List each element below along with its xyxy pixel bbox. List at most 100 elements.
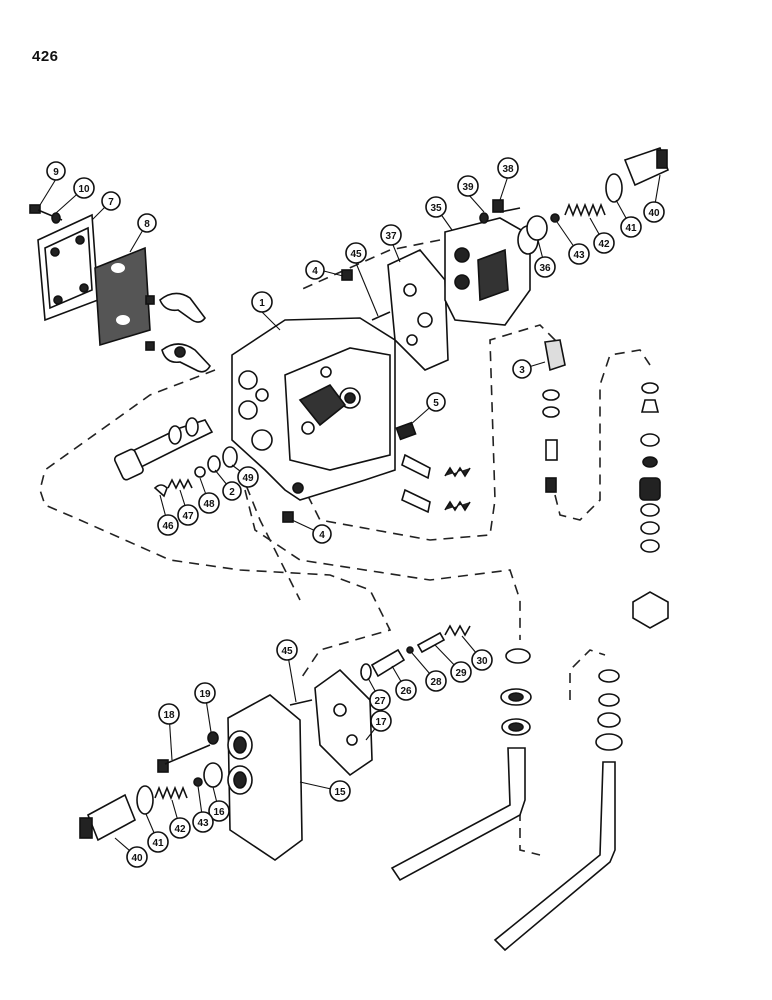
callout-41-upper: 41 <box>620 216 642 238</box>
washer-48 <box>194 466 206 478</box>
callout-28: 28 <box>425 670 447 692</box>
lever-upper <box>145 292 206 323</box>
washer-10 <box>51 212 61 224</box>
callout-37: 37 <box>380 224 402 246</box>
oring-27 <box>360 663 372 681</box>
callout-38: 38 <box>497 157 519 179</box>
valve-body <box>231 317 396 501</box>
clip-46 <box>153 484 168 498</box>
plug-4-lower <box>282 511 294 523</box>
callout-16: 16 <box>208 800 230 822</box>
bolt-18 <box>157 744 211 773</box>
ball-28 <box>406 646 414 654</box>
svg-text:41: 41 <box>152 838 164 849</box>
svg-text:45: 45 <box>350 249 362 260</box>
oring-41-lower <box>136 785 154 815</box>
svg-text:42: 42 <box>174 824 186 835</box>
svg-text:27: 27 <box>374 696 386 707</box>
ball-43 <box>550 213 560 223</box>
callout-4-upper: 4 <box>305 260 325 280</box>
spring-47 <box>167 478 193 490</box>
svg-text:30: 30 <box>476 656 488 667</box>
fitting-40-lower <box>79 793 137 842</box>
svg-text:8: 8 <box>144 219 150 230</box>
end-cover-35 <box>444 217 539 326</box>
callout-45-upper: 45 <box>345 242 367 264</box>
callout-3: 3 <box>512 359 532 379</box>
cover-gasket <box>94 246 151 347</box>
svg-text:17: 17 <box>375 717 387 728</box>
callout-46: 46 <box>157 514 179 536</box>
svg-text:46: 46 <box>162 521 174 532</box>
page-number: 426 <box>32 48 59 65</box>
washer-39 <box>479 212 489 224</box>
svg-text:16: 16 <box>213 807 225 818</box>
relief-valve-stack <box>542 339 566 493</box>
svg-text:15: 15 <box>334 787 346 798</box>
housing-15 <box>227 694 303 861</box>
svg-text:4: 4 <box>319 530 325 541</box>
gasket-17 <box>314 668 373 777</box>
svg-text:41: 41 <box>625 223 637 234</box>
svg-text:38: 38 <box>502 164 514 175</box>
callout-40-upper: 40 <box>643 201 665 223</box>
spring-42 <box>564 202 606 218</box>
callout-47: 47 <box>177 504 199 526</box>
svg-text:5: 5 <box>433 398 439 409</box>
svg-text:45: 45 <box>281 646 293 657</box>
svg-text:18: 18 <box>163 710 175 721</box>
callout-7: 7 <box>101 191 121 211</box>
callout-43-upper: 43 <box>568 243 590 265</box>
nut-5 <box>395 421 417 441</box>
svg-text:40: 40 <box>648 208 660 219</box>
svg-text:4: 4 <box>312 266 318 277</box>
lever-lower <box>145 341 211 373</box>
svg-text:10: 10 <box>78 184 90 195</box>
svg-text:9: 9 <box>53 167 59 178</box>
svg-text:43: 43 <box>197 818 209 829</box>
callout-19: 19 <box>194 682 216 704</box>
svg-text:48: 48 <box>203 499 215 510</box>
bolt-38 <box>492 199 521 213</box>
plug-36 <box>526 215 548 241</box>
fitting-40 <box>623 146 670 187</box>
callout-35: 35 <box>425 196 447 218</box>
piston-lower <box>401 488 471 514</box>
svg-text:37: 37 <box>385 231 397 242</box>
callout-27: 27 <box>369 689 391 711</box>
callout-17: 17 <box>370 710 392 732</box>
piston-upper <box>401 453 471 480</box>
svg-text:29: 29 <box>455 668 467 679</box>
svg-text:7: 7 <box>108 197 114 208</box>
spring-30 <box>444 624 471 637</box>
lever-washers-right <box>595 669 623 751</box>
shift-lever-right <box>493 761 616 952</box>
svg-text:39: 39 <box>462 182 474 193</box>
svg-text:35: 35 <box>430 203 442 214</box>
gasket-37 <box>387 249 449 371</box>
svg-text:3: 3 <box>519 365 525 376</box>
pin-45-upper <box>371 311 391 321</box>
callout-1: 1 <box>251 291 273 313</box>
shift-lever-middle <box>390 747 526 882</box>
svg-text:2: 2 <box>229 487 235 498</box>
callout-42-upper: 42 <box>593 232 615 254</box>
callout-18: 18 <box>158 703 180 725</box>
callout-2: 2 <box>222 481 242 501</box>
callout-45-lower: 45 <box>276 639 298 661</box>
callout-29: 29 <box>450 661 472 683</box>
callout-4-lower: 4 <box>312 524 332 544</box>
callout-39: 39 <box>457 175 479 197</box>
ring-2 <box>207 455 221 473</box>
callout-41-lower: 41 <box>147 831 169 853</box>
callout-8: 8 <box>137 213 157 233</box>
spring-42-lower <box>154 785 188 801</box>
callout-30: 30 <box>471 649 493 671</box>
plug-4-upper <box>341 269 353 281</box>
oring-41 <box>605 173 623 203</box>
callout-43-lower: 43 <box>192 811 214 833</box>
callout-10: 10 <box>73 177 95 199</box>
callout-26: 26 <box>395 679 417 701</box>
svg-text:43: 43 <box>573 250 585 261</box>
